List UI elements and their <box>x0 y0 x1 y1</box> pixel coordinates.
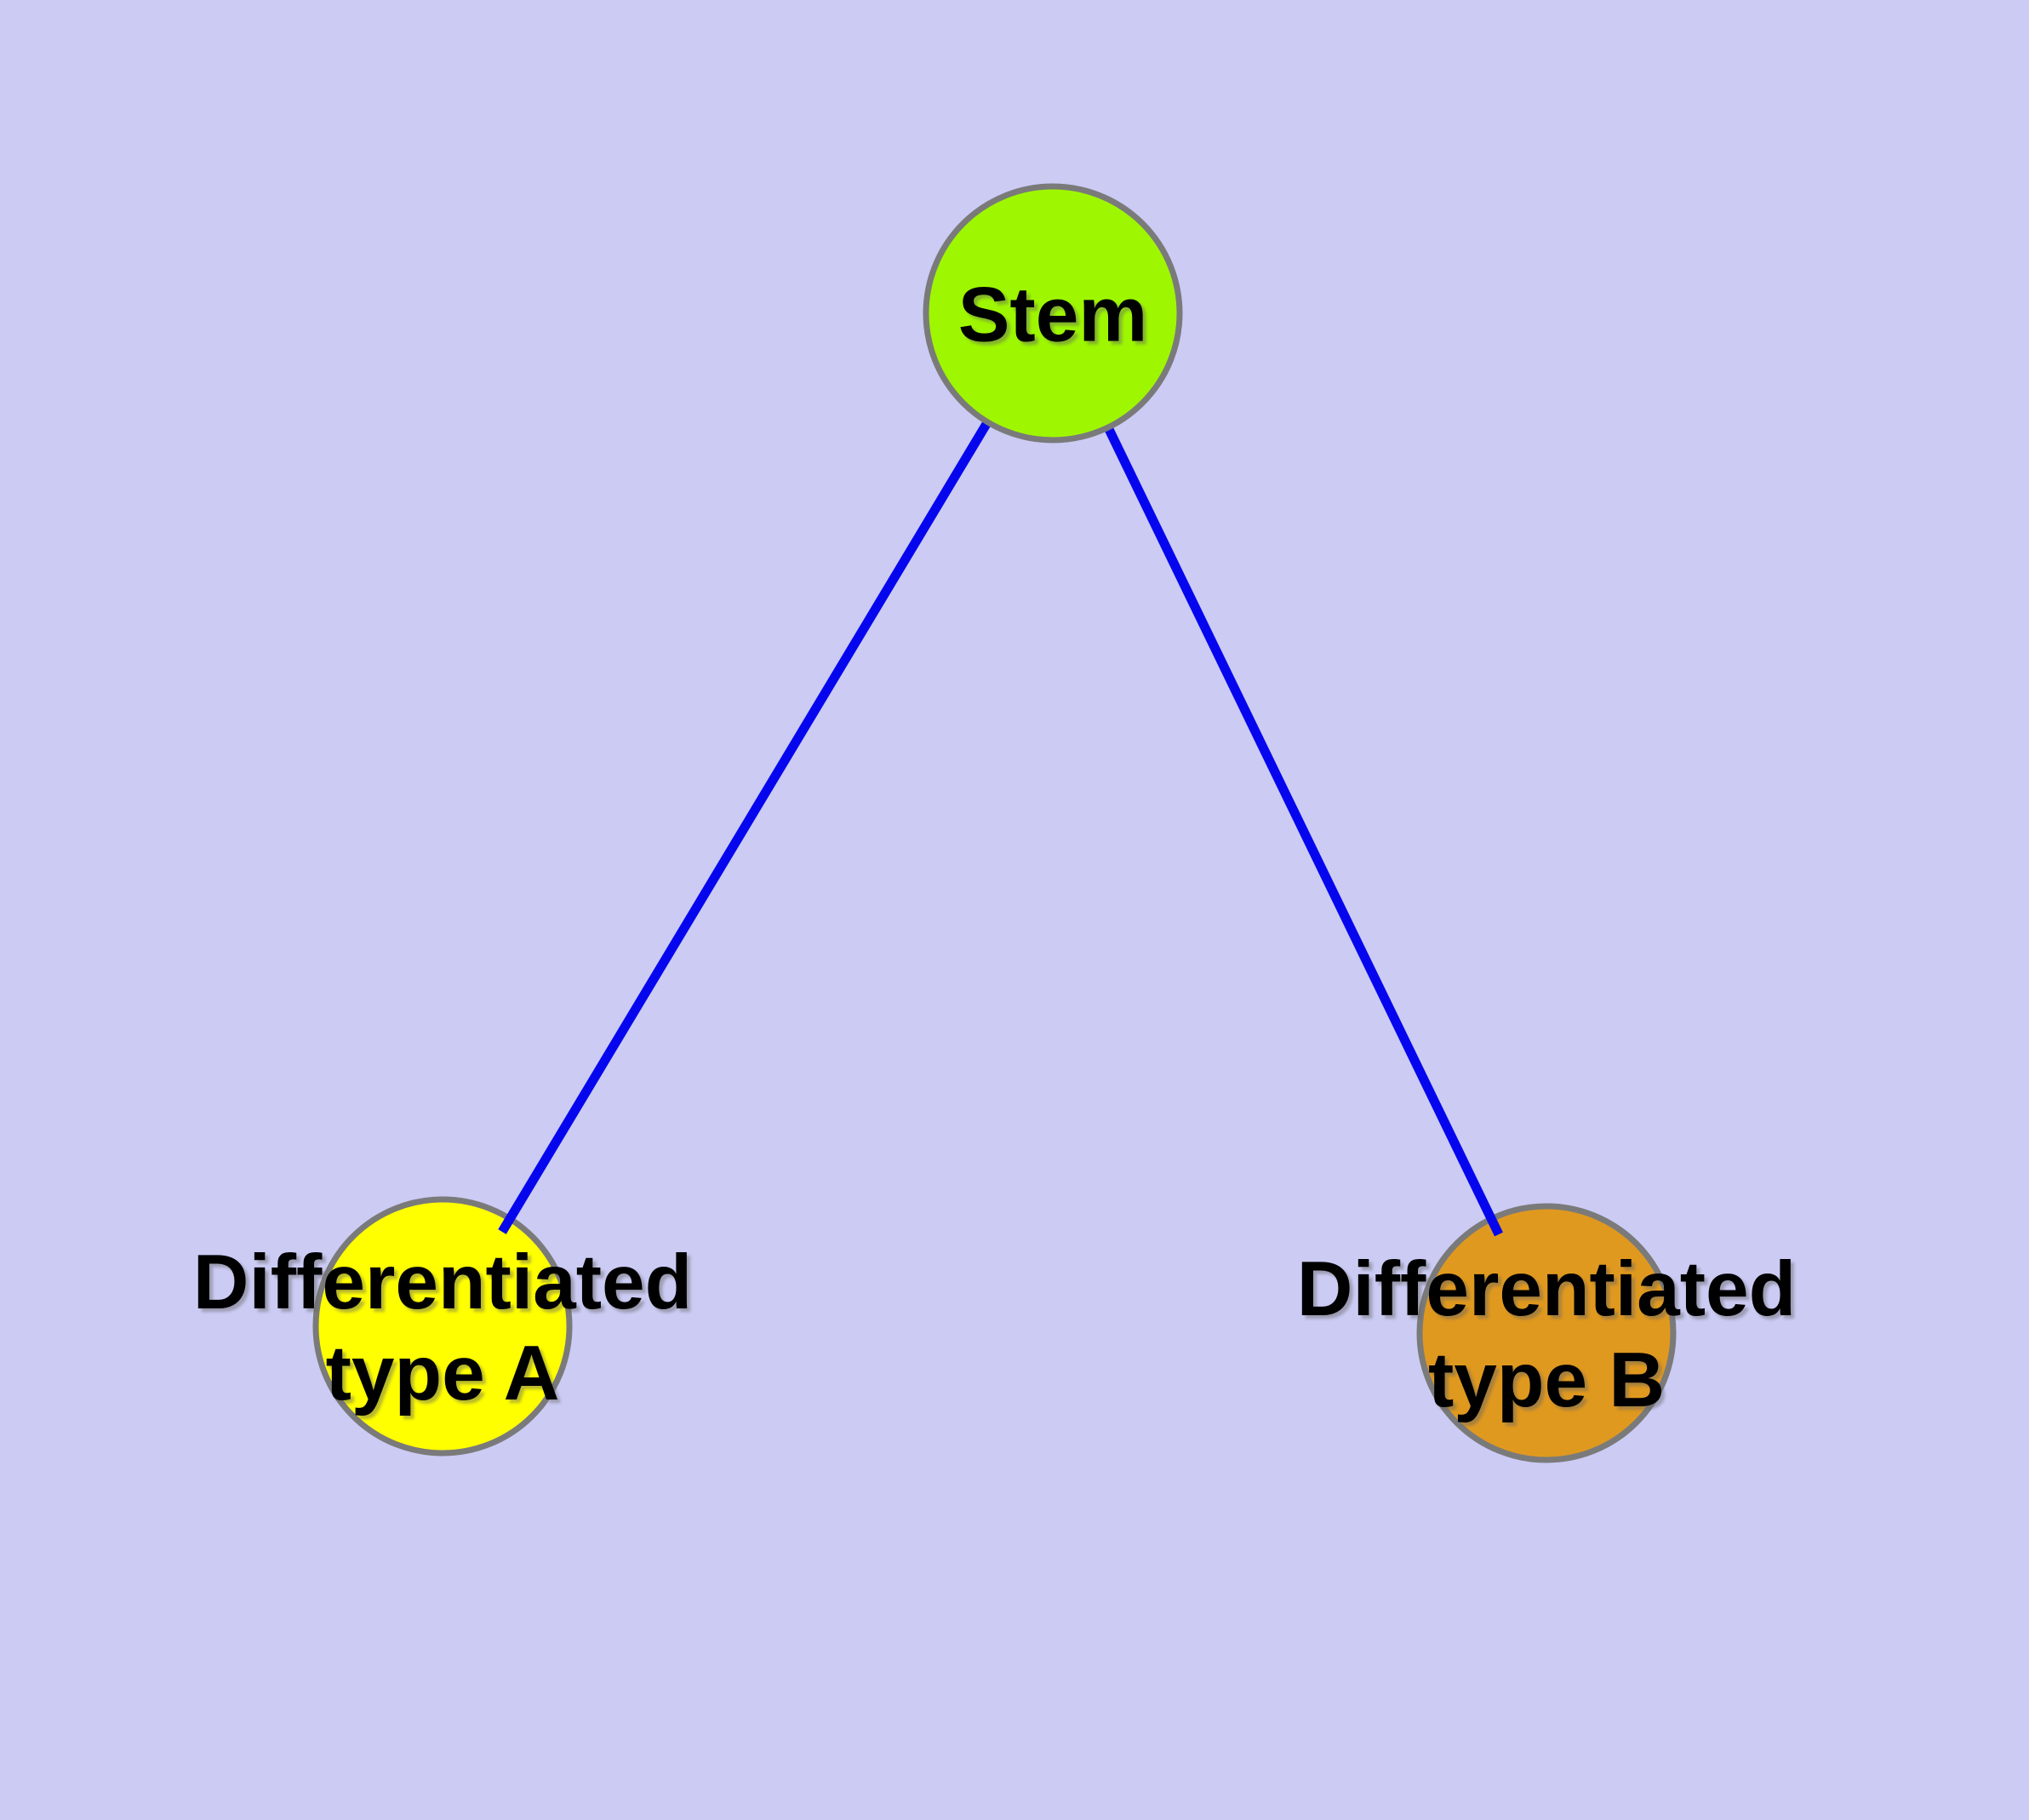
node-label-stem-line-1: Stem <box>958 272 1148 358</box>
edge-stem-to-type-a <box>498 311 1057 1234</box>
node-label-type-b-line-2: type B <box>1428 1337 1665 1423</box>
node-label-type-b-line-1: Differentiated <box>1297 1246 1797 1332</box>
edge-stem-to-type-b <box>1049 311 1503 1237</box>
node-label-type-a-line-1: Differentiated <box>193 1239 693 1325</box>
node-type-b <box>1416 1203 1677 1463</box>
node-type-a <box>312 1196 573 1457</box>
nodes-back-layer <box>312 1196 1677 1463</box>
node-label-type-a-line-2: type A <box>326 1331 560 1417</box>
nodes-front-layer <box>923 183 1183 444</box>
edges-layer <box>498 311 1503 1237</box>
node-stem <box>923 183 1183 444</box>
